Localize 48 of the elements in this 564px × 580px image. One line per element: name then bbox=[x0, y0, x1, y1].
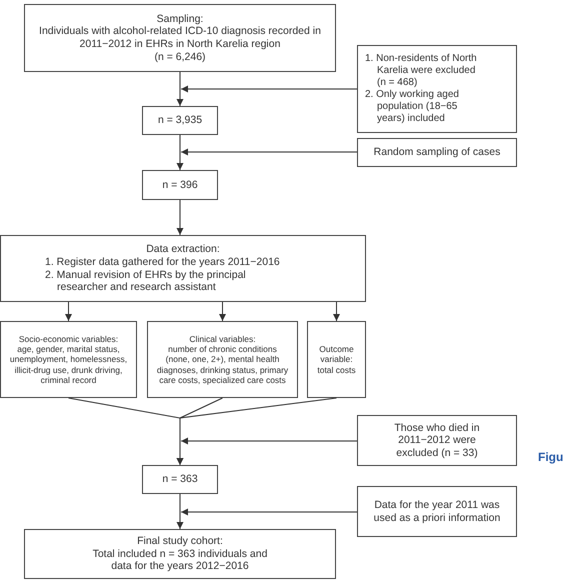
box-text: Sampling: bbox=[156, 12, 204, 26]
box-text: number of chronic conditions (none, one, 2+), mental health diagnoses, drinking status, primary care costs, specialized care costs bbox=[156, 344, 289, 385]
arrow bbox=[176, 72, 184, 106]
list-item: 2. Only working aged population (18−65 years) included bbox=[365, 89, 460, 125]
box-text: age, gender, marital status, unemployment, homelessness, illicit-drug use, drunk driving, criminal record bbox=[8, 344, 128, 385]
list-item: 1. Non-residents of North Karelia were excluded (n = 468) bbox=[365, 53, 478, 89]
arrow bbox=[180, 86, 358, 92]
process-box bbox=[142, 465, 218, 494]
box-text: Those who died in 2011−2012 were excluded (n = 33) bbox=[393, 422, 481, 460]
box-text: n = 363 bbox=[162, 473, 198, 486]
process-box bbox=[142, 170, 218, 200]
arrow bbox=[65, 302, 72, 322]
figure-caption-fragment: Figu bbox=[538, 449, 564, 466]
process-box bbox=[307, 321, 366, 398]
box-text: Random sampling of cases bbox=[374, 146, 500, 159]
process-box bbox=[147, 321, 298, 398]
box-text: Data extraction: bbox=[146, 243, 220, 256]
list-item: 2. Manual revision of EHRs by the principal researcher and research assistant bbox=[45, 268, 247, 294]
arrow bbox=[176, 134, 184, 170]
box-text: Final study cohort: bbox=[137, 535, 223, 548]
arrow bbox=[333, 302, 340, 322]
process-box bbox=[357, 415, 517, 466]
list-item: 1. Register data gathered for the years 2011−2016 bbox=[45, 256, 280, 268]
arrow bbox=[176, 398, 337, 466]
process-box bbox=[0, 321, 137, 398]
box-text: (n = 6,246) bbox=[154, 50, 206, 64]
arrow bbox=[219, 302, 226, 322]
process-box bbox=[0, 235, 366, 302]
process-box bbox=[142, 106, 218, 135]
box-text: n = 3,935 bbox=[158, 114, 202, 127]
process-box bbox=[24, 4, 336, 72]
process-box bbox=[24, 529, 336, 579]
arrow bbox=[180, 508, 358, 516]
box-text: Individuals with alcohol-related ICD-10 diagnosis recorded in 2011−2012 in EHRs in North Karelia region bbox=[39, 25, 321, 51]
box-text: n = 396 bbox=[162, 178, 198, 192]
box-text: Socio-economic variables: bbox=[18, 334, 118, 344]
process-box bbox=[357, 486, 517, 537]
arrow bbox=[176, 494, 184, 530]
box-text: total costs bbox=[317, 364, 356, 375]
process-box bbox=[357, 138, 517, 167]
process-box bbox=[357, 45, 517, 133]
box-text: Outcome variable: bbox=[318, 344, 355, 365]
box-text: Total included n = 363 individuals and data for the years 2012−2016 bbox=[92, 548, 268, 573]
box-text: Data for the year 2011 was used as a priori information bbox=[372, 498, 502, 524]
arrow bbox=[180, 148, 358, 156]
arrow bbox=[180, 438, 358, 444]
arrow bbox=[176, 200, 184, 236]
box-text: Clinical variables: bbox=[189, 334, 256, 344]
